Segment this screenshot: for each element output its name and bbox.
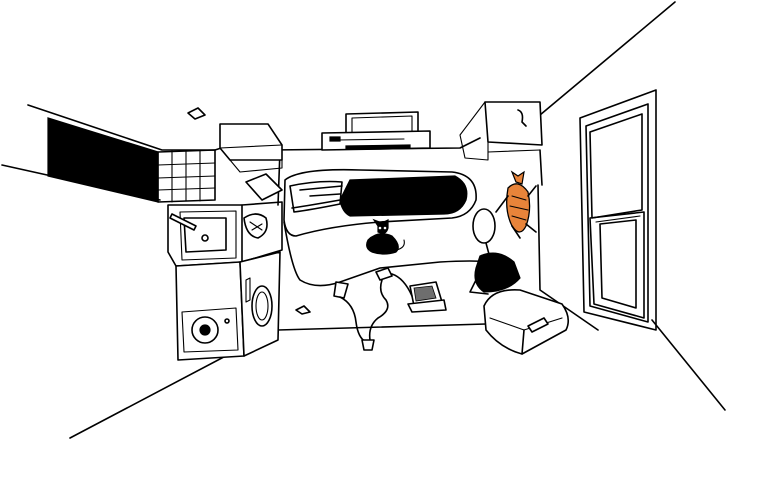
phone-icon [375,267,393,281]
right-wall-corner [537,184,599,331]
backpack-icon [469,252,521,295]
black-duvet [339,175,468,217]
left-cabinet [219,123,283,173]
orange-cat-icon [495,170,537,239]
light-fixture [187,107,206,120]
room-walls [1,1,726,439]
laptop-icon [407,281,447,313]
window [579,89,657,331]
rug-edge [283,221,491,287]
dryer-door-icon [251,285,273,327]
charger-icon [333,281,349,299]
suitcase-handle [527,317,549,333]
floor-back-edge [277,323,487,331]
sink-counter [167,173,283,267]
lamp-shade-icon [472,208,496,244]
lower-sash [589,211,645,319]
cables [295,267,413,351]
open-lid [245,173,283,201]
sink-basin [183,217,227,253]
floor-lamp [472,208,496,259]
faucet-icon [169,213,197,231]
tv-unit [321,111,431,151]
floor-item [295,305,311,315]
right-corner-upper [539,149,543,186]
window-frame [579,89,657,331]
drain-icon [201,234,209,242]
upper-sash [589,113,643,219]
right-cabinet [459,101,543,161]
washer-unit [175,251,281,361]
cabinet-handle-icon [517,109,527,127]
bed-frame [283,168,477,237]
right-floor-edge [651,319,726,411]
suitcase-icon [483,289,570,355]
right-ceiling-edge [539,1,676,116]
black-cat-icon [366,218,405,255]
tile-wall [157,149,216,203]
bed [283,168,477,237]
plug-icon [361,339,375,351]
